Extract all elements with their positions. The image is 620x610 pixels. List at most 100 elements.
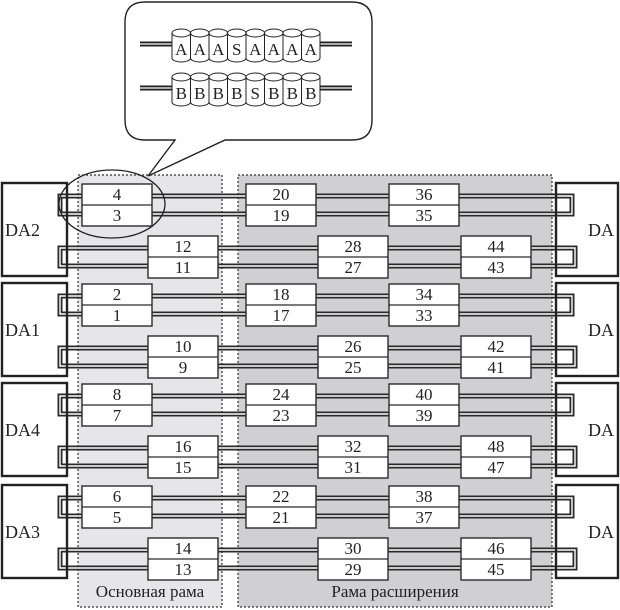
drive-number: 41 <box>488 358 505 377</box>
drive-number: 25 <box>345 358 362 377</box>
drive-cylinder-icon: A <box>171 28 191 63</box>
cable-loop <box>57 495 80 519</box>
drive-number: 40 <box>416 385 433 404</box>
left-da-label: DA1 <box>5 320 40 340</box>
drive-number: 32 <box>345 437 362 456</box>
drive-number: 26 <box>345 337 362 356</box>
drive-pair: 87 <box>81 383 153 427</box>
drive-number: 31 <box>345 458 362 477</box>
cable-loop <box>57 547 80 571</box>
drive-number: 44 <box>488 237 506 256</box>
drive-letter: B <box>268 84 279 103</box>
left-disk-adapter: DA1 <box>0 281 69 378</box>
drive-letter: B <box>287 84 298 103</box>
drive-letter: A <box>212 40 225 59</box>
right-disk-adapter: DA <box>554 483 620 580</box>
drive-number: 13 <box>175 560 192 579</box>
drive-pair: 21 <box>81 283 153 327</box>
drive-number: 8 <box>113 385 122 404</box>
drive-number: 33 <box>416 306 433 325</box>
cable-loop <box>57 293 80 317</box>
right-disk-adapter: DA <box>554 181 620 278</box>
drive-pair: 109 <box>147 335 219 379</box>
drive-number: 39 <box>416 406 433 425</box>
drive-letter: B <box>231 84 242 103</box>
drive-number: 16 <box>175 437 192 456</box>
drive-number: 22 <box>273 487 290 506</box>
right-da-label: DA <box>588 320 614 340</box>
drive-number: 23 <box>273 406 290 425</box>
right-da-label: DA <box>588 420 614 440</box>
right-da-label: DA <box>588 220 614 240</box>
drive-number: 6 <box>113 487 122 506</box>
drive-number: 20 <box>273 185 290 204</box>
drive-number: 28 <box>345 237 362 256</box>
left-disk-adapter: DA3 <box>0 483 69 580</box>
right-da-label: DA <box>588 522 614 542</box>
left-da-label: DA4 <box>5 420 40 440</box>
drive-cylinder-icon: B <box>190 72 210 107</box>
drive-number: 47 <box>488 458 506 477</box>
drive-number: 9 <box>179 358 188 377</box>
drive-number: 14 <box>175 539 193 558</box>
drive-number: 42 <box>488 337 505 356</box>
drive-cylinder-icon: S <box>227 28 247 63</box>
left-da-label: DA2 <box>5 220 40 240</box>
drive-number: 2 <box>113 285 122 304</box>
highlight-ellipse <box>58 169 166 239</box>
drive-letter: A <box>249 40 262 59</box>
cable-loop <box>57 345 80 369</box>
drive-cylinder-icon: B <box>171 72 191 107</box>
drive-number: 24 <box>273 385 291 404</box>
drive-number: 17 <box>273 306 291 325</box>
drive-number: 34 <box>416 285 434 304</box>
cable-loop <box>57 193 80 217</box>
drive-cylinder-icon: B <box>227 72 247 107</box>
drive-letter: A <box>268 40 281 59</box>
drive-number: 45 <box>488 560 505 579</box>
drive-cylinder-icon: A <box>264 28 284 63</box>
drive-letter: A <box>175 40 188 59</box>
drive-number: 7 <box>113 406 122 425</box>
drive-letter: A <box>305 40 318 59</box>
drive-letter: A <box>286 40 299 59</box>
right-disk-adapter: DA <box>554 381 620 478</box>
drive-number: 35 <box>416 206 433 225</box>
drive-letter: S <box>251 84 260 103</box>
drive-pair: 43 <box>81 183 153 227</box>
drive-cylinder-icon: B <box>282 72 302 107</box>
cable-loop <box>57 445 80 469</box>
drive-number: 4 <box>113 185 122 204</box>
drive-number: 43 <box>488 258 505 277</box>
drive-number: 10 <box>175 337 192 356</box>
drive-number: 48 <box>488 437 505 456</box>
drive-pair: 65 <box>81 485 153 529</box>
drive-number: 11 <box>175 258 191 277</box>
drive-cylinder-icon: A <box>190 28 210 63</box>
drive-cylinder-icon: B <box>301 72 321 107</box>
drive-cylinder-icon: A <box>245 28 265 63</box>
drive-number: 30 <box>345 539 362 558</box>
